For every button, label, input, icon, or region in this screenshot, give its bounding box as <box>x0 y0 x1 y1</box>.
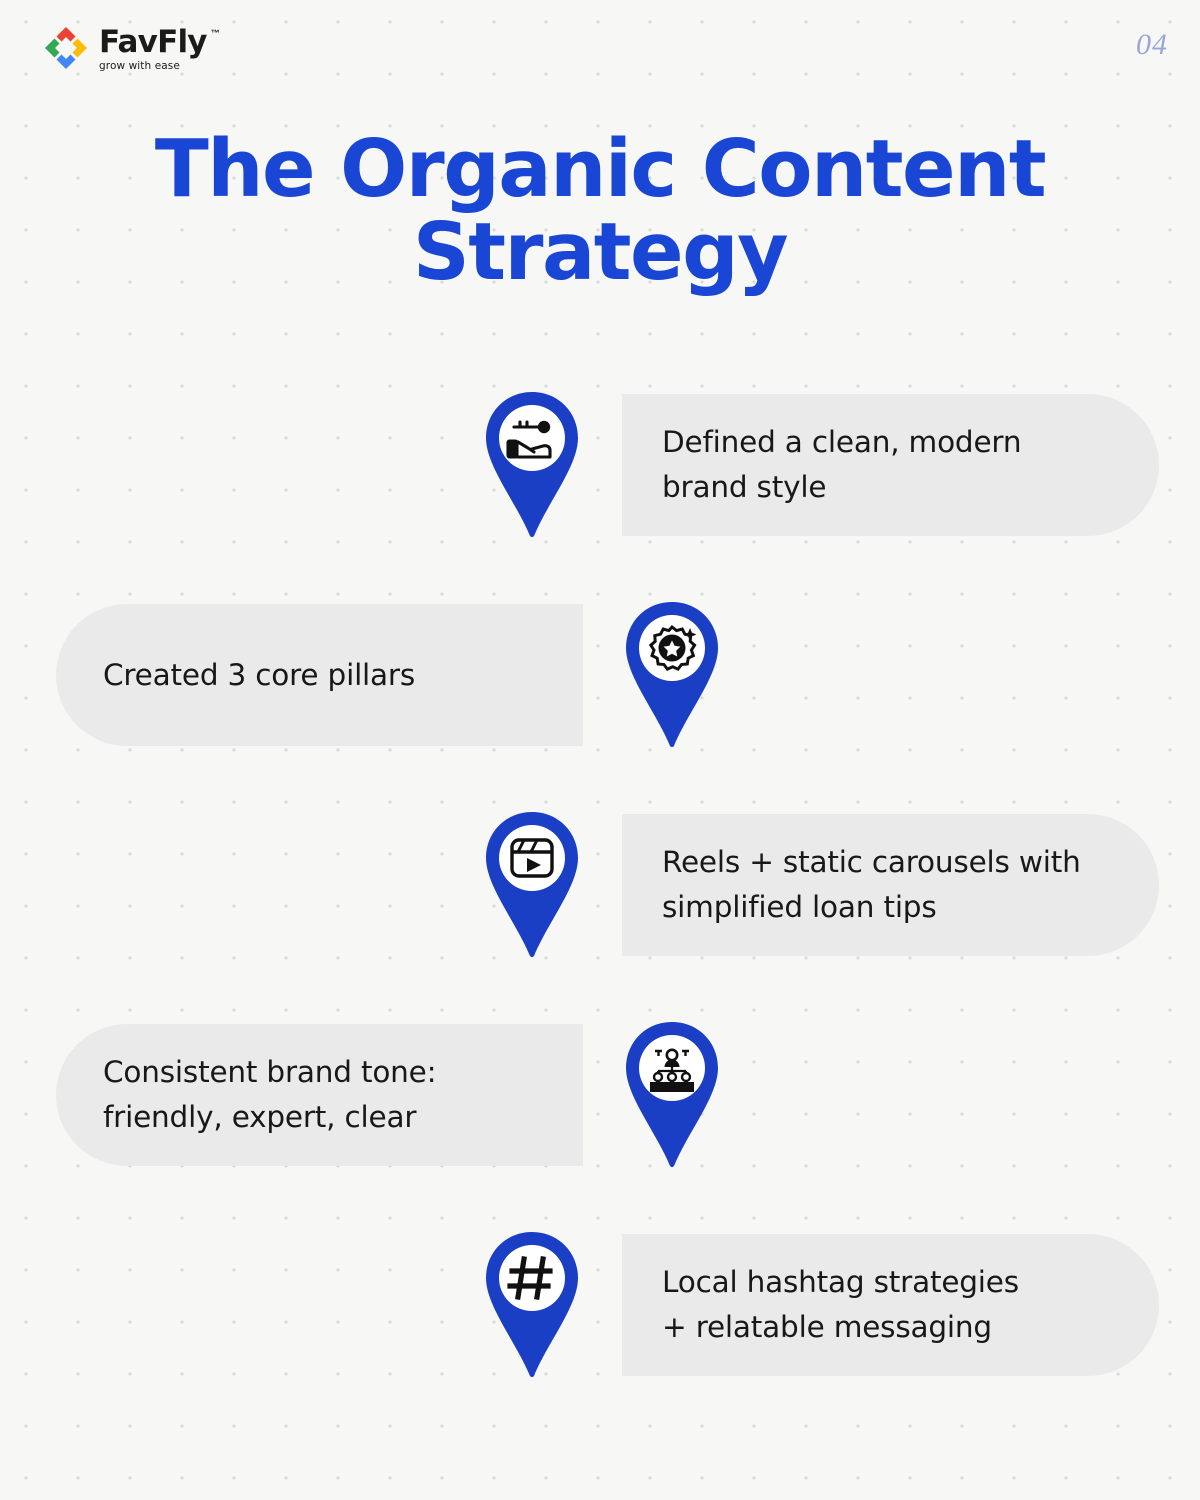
trademark-symbol: ™ <box>210 27 220 38</box>
strategy-row: Consistent brand tone: friendly, expert,… <box>0 1010 1200 1220</box>
strategy-row: Defined a clean, modern brand style <box>0 380 1200 590</box>
strategy-text: Defined a clean, modern brand style <box>662 425 1022 504</box>
strategy-pill: Consistent brand tone: friendly, expert,… <box>56 1024 583 1166</box>
logo-text-block: FavFly ™ grow with ease <box>99 23 220 72</box>
reels-play-icon <box>510 838 554 878</box>
page-header: FavFly ™ grow with ease 04 <box>0 0 1200 110</box>
strategy-row: Local hashtag strategies + relatable mes… <box>0 1220 1200 1430</box>
team-org-chart-icon <box>650 1048 694 1092</box>
badge-star-sparkle-icon <box>648 624 697 671</box>
strategy-row: Created 3 core pillars <box>0 590 1200 800</box>
strategy-pill: Created 3 core pillars <box>56 604 583 746</box>
strategy-pill: Defined a clean, modern brand style <box>622 394 1159 536</box>
strategy-text: Created 3 core pillars <box>103 657 416 692</box>
strategy-text: Consistent brand tone: friendly, expert,… <box>103 1055 437 1134</box>
favfly-diamond-logo-icon <box>42 24 90 72</box>
map-pin-hand-key[interactable] <box>482 390 582 540</box>
logo-wordmark: FavFly <box>99 23 208 60</box>
strategy-text: Local hashtag strategies + relatable mes… <box>662 1265 1019 1344</box>
logo-tagline: grow with ease <box>99 59 180 72</box>
strategy-text: Reels + static carousels with simplified… <box>662 845 1081 924</box>
hashtag-icon <box>507 1256 553 1300</box>
map-pin-badge-star[interactable] <box>622 600 722 750</box>
map-pin-hashtag[interactable] <box>482 1230 582 1380</box>
page-number: 04 <box>1136 28 1168 61</box>
strategy-row: Reels + static carousels with simplified… <box>0 800 1200 1010</box>
strategy-list: Defined a clean, modern brand style Crea… <box>0 380 1200 1430</box>
hand-key-icon <box>506 420 552 459</box>
brand-logo: FavFly ™ grow with ease <box>42 23 220 72</box>
strategy-pill: Local hashtag strategies + relatable mes… <box>622 1234 1159 1376</box>
map-pin-team-org-chart[interactable] <box>622 1020 722 1170</box>
strategy-pill: Reels + static carousels with simplified… <box>622 814 1159 956</box>
page-title: The Organic Content Strategy <box>154 123 1047 298</box>
map-pin-reels-play[interactable] <box>482 810 582 960</box>
